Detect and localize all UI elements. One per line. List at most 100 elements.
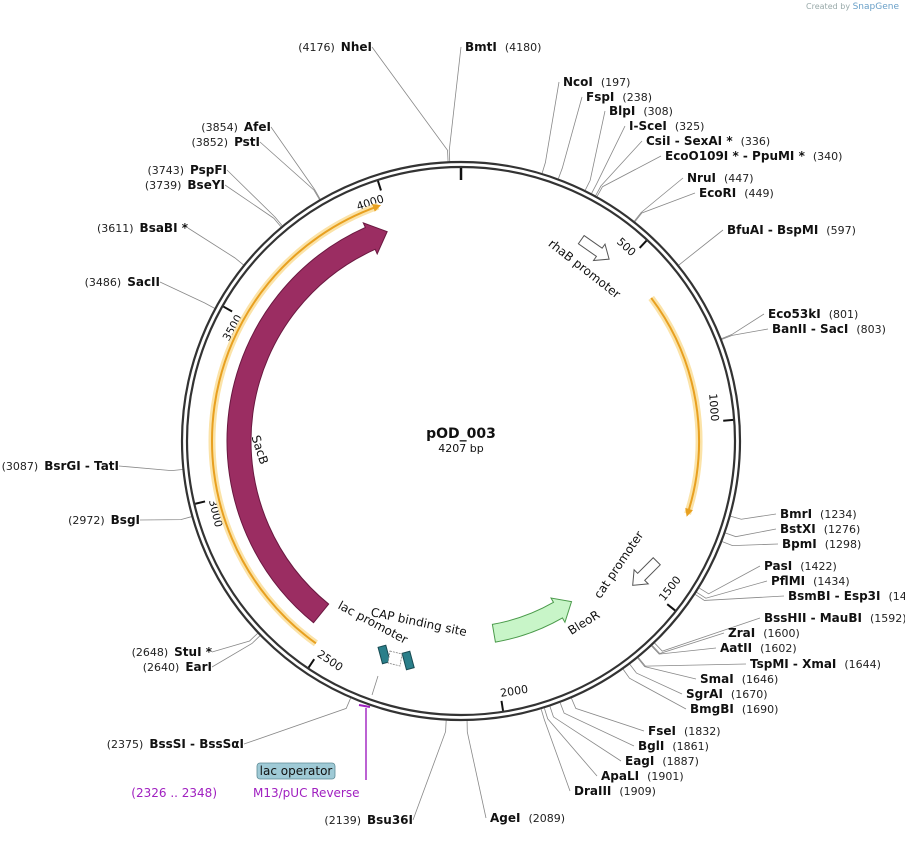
site-name[interactable]: BsgI <box>111 513 140 527</box>
restriction-site[interactable]: PspFI(3743) <box>147 163 227 177</box>
restriction-site[interactable]: TspMI - XmaI(1644) <box>750 657 881 671</box>
restriction-site[interactable]: AatII(1602) <box>720 641 797 655</box>
site-name[interactable]: Eco53kI <box>768 307 821 321</box>
restriction-site[interactable]: EcoRI(449) <box>699 186 774 200</box>
restriction-site[interactable]: EcoO109I * - PpuMI *(340) <box>665 149 842 163</box>
restriction-site[interactable]: EagI(1887) <box>625 754 699 768</box>
restriction-site[interactable]: PflMI(1434) <box>771 574 850 588</box>
bleor-arrow[interactable] <box>491 597 573 643</box>
restriction-site[interactable]: ZraI(1600) <box>728 626 800 640</box>
restriction-site[interactable]: DraIII(1909) <box>574 784 656 798</box>
site-name[interactable]: PflMI <box>771 574 805 588</box>
primer-name[interactable]: M13/pUC Reverse <box>253 786 360 800</box>
site-name[interactable]: BseYI <box>187 178 225 192</box>
site-name[interactable]: NruI <box>687 171 716 185</box>
site-name[interactable]: TspMI - XmaI <box>750 657 836 671</box>
restriction-site[interactable]: BfuAI - BspMI(597) <box>727 223 856 237</box>
site-name[interactable]: NcoI <box>563 75 593 89</box>
restriction-site[interactable]: StuI *(2648) <box>132 645 213 659</box>
site-name[interactable]: BsrGI - TatI <box>44 459 119 473</box>
restriction-site[interactable]: SgrAI(1670) <box>686 687 767 701</box>
site-name[interactable]: BmgBI <box>690 702 734 716</box>
primer-range[interactable]: (2326 .. 2348) <box>131 786 217 800</box>
site-name[interactable]: BssSI - BssSαI <box>149 737 244 751</box>
restriction-site[interactable]: NcoI(197) <box>563 75 630 89</box>
site-name[interactable]: Bsu36I <box>367 813 413 827</box>
site-name[interactable]: CsiI - SexAI * <box>646 134 733 148</box>
restriction-site[interactable]: BsaBI *(3611) <box>97 221 189 235</box>
site-name[interactable]: BglI <box>638 739 664 753</box>
cap-binding-block-1[interactable] <box>377 644 391 665</box>
rhab-promoter-arrow[interactable] <box>576 231 615 267</box>
restriction-site[interactable]: BsgI(2972) <box>68 513 140 527</box>
site-name[interactable]: BsaBI * <box>140 221 189 235</box>
restriction-site[interactable]: BseYI(3739) <box>145 178 225 192</box>
site-name[interactable]: EcoRI <box>699 186 736 200</box>
site-name[interactable]: BssHII - MauBI <box>764 611 862 625</box>
restriction-site[interactable]: Bsu36I(2139) <box>324 813 413 827</box>
site-name[interactable]: BanII - SacI <box>772 322 848 336</box>
restriction-site[interactable]: BmtI(4180) <box>465 40 541 54</box>
site-name[interactable]: EagI <box>625 754 654 768</box>
site-name[interactable]: PasI <box>764 559 792 573</box>
restriction-site[interactable]: BmgBI(1690) <box>690 702 778 716</box>
restriction-site[interactable]: NheI(4176) <box>298 40 372 54</box>
restriction-site[interactable]: NruI (447) <box>687 171 754 185</box>
restriction-site[interactable]: BssSI - BssSαI(2375) <box>107 737 244 751</box>
site-name[interactable]: BmrI <box>780 507 812 521</box>
site-name[interactable]: BmtI <box>465 40 497 54</box>
site-name[interactable]: PspFI <box>190 163 227 177</box>
site-name[interactable]: BstXI <box>780 522 816 536</box>
restriction-site[interactable]: BpmI(1298) <box>782 537 861 551</box>
restriction-site[interactable]: BmrI(1234) <box>780 507 857 521</box>
site-name[interactable]: EarI <box>185 660 212 674</box>
restriction-site[interactable]: FspI(238) <box>586 90 652 104</box>
restriction-site[interactable]: BanII - SacI(803) <box>772 322 886 336</box>
restriction-site[interactable]: AfeI(3854) <box>201 120 271 134</box>
site-name[interactable]: AatII <box>720 641 752 655</box>
restriction-site[interactable]: FseI(1832) <box>648 724 721 738</box>
site-name[interactable]: BsmBI - Esp3I <box>788 589 880 603</box>
restriction-site[interactable]: SacII(3486) <box>85 275 160 289</box>
restriction-site[interactable]: BstXI(1276) <box>780 522 860 536</box>
restriction-site[interactable]: BglI(1861) <box>638 739 709 753</box>
restriction-site[interactable]: PasI(1422) <box>764 559 837 573</box>
site-name[interactable]: AgeI <box>490 811 520 825</box>
site-name[interactable]: BfuAI - BspMI <box>727 223 818 237</box>
restriction-site[interactable]: BlpI(308) <box>609 104 673 118</box>
site-name[interactable]: NheI <box>341 40 372 54</box>
restriction-site[interactable]: SmaI(1646) <box>700 672 778 686</box>
cat-promoter-arrow[interactable] <box>626 554 664 592</box>
lac-promoter-marker[interactable] <box>387 650 403 667</box>
orf-arc-left[interactable] <box>211 205 379 645</box>
site-name[interactable]: FspI <box>586 90 614 104</box>
site-name[interactable]: DraIII <box>574 784 611 798</box>
site-position: (447) <box>724 172 754 185</box>
restriction-site[interactable]: EarI(2640) <box>143 660 212 674</box>
site-name[interactable]: SgrAI <box>686 687 723 701</box>
site-name[interactable]: StuI * <box>174 645 213 659</box>
orf-arc-right[interactable] <box>650 297 700 515</box>
restriction-site[interactable]: PstI(3852) <box>191 135 260 149</box>
restriction-site[interactable]: BssHII - MauBI(1592) <box>764 611 905 625</box>
restriction-site[interactable]: BsrGI - TatI(3087) <box>2 459 119 473</box>
site-name[interactable]: PstI <box>234 135 260 149</box>
site-name[interactable]: I-SceI <box>629 119 667 133</box>
sacb-arrow[interactable] <box>226 222 388 624</box>
site-name[interactable]: FseI <box>648 724 676 738</box>
site-name[interactable]: BlpI <box>609 104 635 118</box>
site-name[interactable]: EcoO109I * - PpuMI * <box>665 149 806 163</box>
restriction-site[interactable]: I-SceI(325) <box>629 119 704 133</box>
site-name[interactable]: ApaLI <box>601 769 639 783</box>
restriction-site[interactable]: CsiI - SexAI *(336) <box>646 134 770 148</box>
restriction-site[interactable]: ApaLI(1901) <box>601 769 684 783</box>
restriction-site[interactable]: BsmBI - Esp3I(1440) <box>788 589 905 603</box>
site-name[interactable]: BpmI <box>782 537 817 551</box>
site-name[interactable]: SmaI <box>700 672 734 686</box>
cap-binding-block-2[interactable] <box>401 650 415 671</box>
site-name[interactable]: AfeI <box>244 120 271 134</box>
restriction-site[interactable]: Eco53kI(801) <box>768 307 858 321</box>
restriction-site[interactable]: AgeI(2089) <box>490 811 565 825</box>
site-name[interactable]: SacII <box>127 275 160 289</box>
site-name[interactable]: ZraI <box>728 626 755 640</box>
